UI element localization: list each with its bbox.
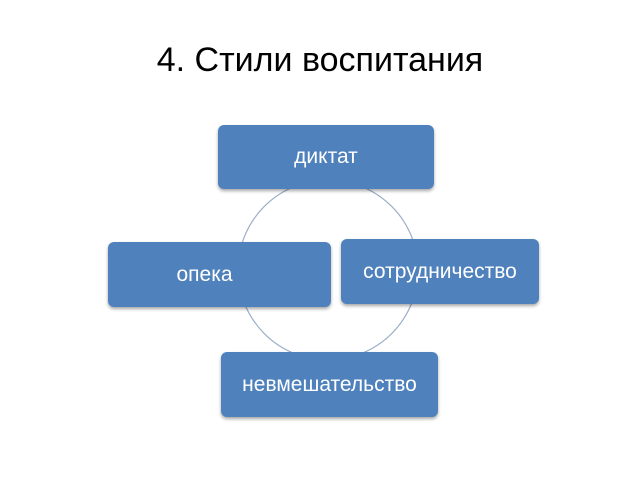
cycle-node-bottom-label: невмешательство	[242, 372, 417, 396]
cycle-node-right-label: сотрудничество	[363, 259, 517, 283]
cycle-node-right: сотрудничество	[341, 239, 539, 304]
cycle-node-top: диктат	[218, 125, 434, 189]
cycle-node-left: опека	[108, 242, 331, 307]
cycle-node-left-label: опека	[176, 262, 233, 286]
slide-title: 4. Стили воспитания	[156, 41, 484, 79]
cycle-node-top-label: диктат	[294, 145, 358, 168]
cycle-node-bottom: невмешательство	[221, 352, 438, 417]
